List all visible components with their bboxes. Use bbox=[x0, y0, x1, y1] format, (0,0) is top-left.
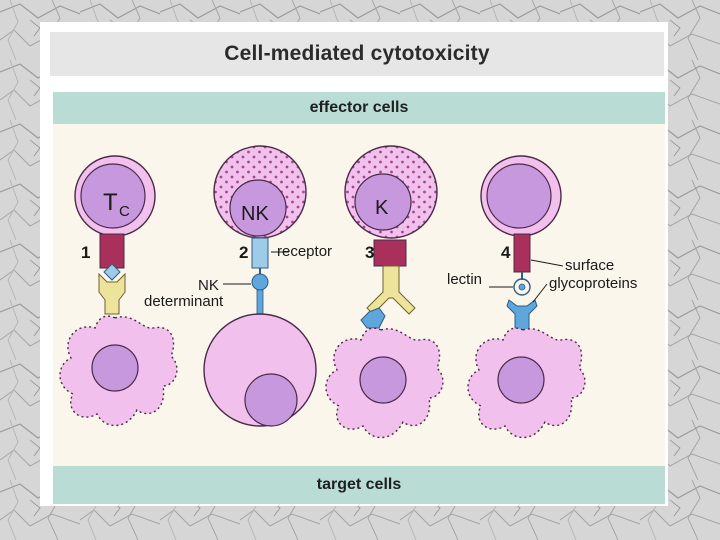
tc-cell-subscript: C bbox=[119, 203, 130, 220]
tc-effector-cell bbox=[74, 155, 156, 237]
title-band: Cell-mediated cytotoxicity bbox=[50, 32, 664, 76]
nk-cell-label: NK bbox=[241, 203, 269, 225]
k-antibody bbox=[366, 265, 416, 315]
receptor-label: receptor bbox=[277, 243, 332, 260]
lectin-core bbox=[518, 283, 526, 291]
step-number-2: 2 bbox=[239, 243, 248, 262]
tc-receptor bbox=[99, 233, 125, 269]
lectin-label: lectin bbox=[447, 271, 482, 288]
lectin-surface-glycoprotein bbox=[513, 233, 531, 273]
page-title: Cell-mediated cytotoxicity bbox=[224, 42, 490, 65]
tc-target-cell bbox=[59, 315, 178, 427]
lectin-effector-cell bbox=[480, 155, 562, 237]
k-fc-receptor bbox=[373, 239, 407, 267]
target-cells-band: target cells bbox=[53, 466, 665, 504]
nk-determinant-label-2: determinant bbox=[144, 293, 224, 310]
lectin-target-cell bbox=[467, 327, 586, 439]
tc-cell-label: T bbox=[103, 189, 118, 216]
nk-receptor bbox=[251, 237, 269, 269]
nk-target-cell bbox=[203, 313, 317, 427]
tc-target-molecule bbox=[98, 272, 126, 315]
nk-determinant-label-1: NK bbox=[198, 277, 219, 294]
lectin-ring bbox=[513, 278, 531, 296]
k-target-cell bbox=[325, 327, 444, 439]
cytotoxicity-diagram: T C NK receptor NK determinant bbox=[59, 145, 637, 439]
glycoproteins-label: glycoproteins bbox=[549, 275, 637, 292]
nk-effector-cell bbox=[213, 145, 307, 239]
nk-determinant-stalk bbox=[256, 289, 264, 315]
target-glycoprotein bbox=[506, 299, 538, 333]
k-antigen bbox=[360, 307, 386, 329]
step-number-1: 1 bbox=[81, 243, 90, 262]
step-number-4: 4 bbox=[501, 243, 511, 262]
surface-label: surface bbox=[565, 257, 614, 274]
step-number-3: 3 bbox=[365, 243, 374, 262]
k-cell-label: K bbox=[375, 197, 389, 219]
effector-cells-band: effector cells bbox=[53, 92, 665, 124]
k-effector-cell bbox=[344, 145, 438, 239]
nk-determinant-knob bbox=[251, 273, 269, 291]
tc-mhc-antigen bbox=[103, 263, 121, 281]
diagram-figure: effector cells T C NK bbox=[53, 92, 665, 504]
